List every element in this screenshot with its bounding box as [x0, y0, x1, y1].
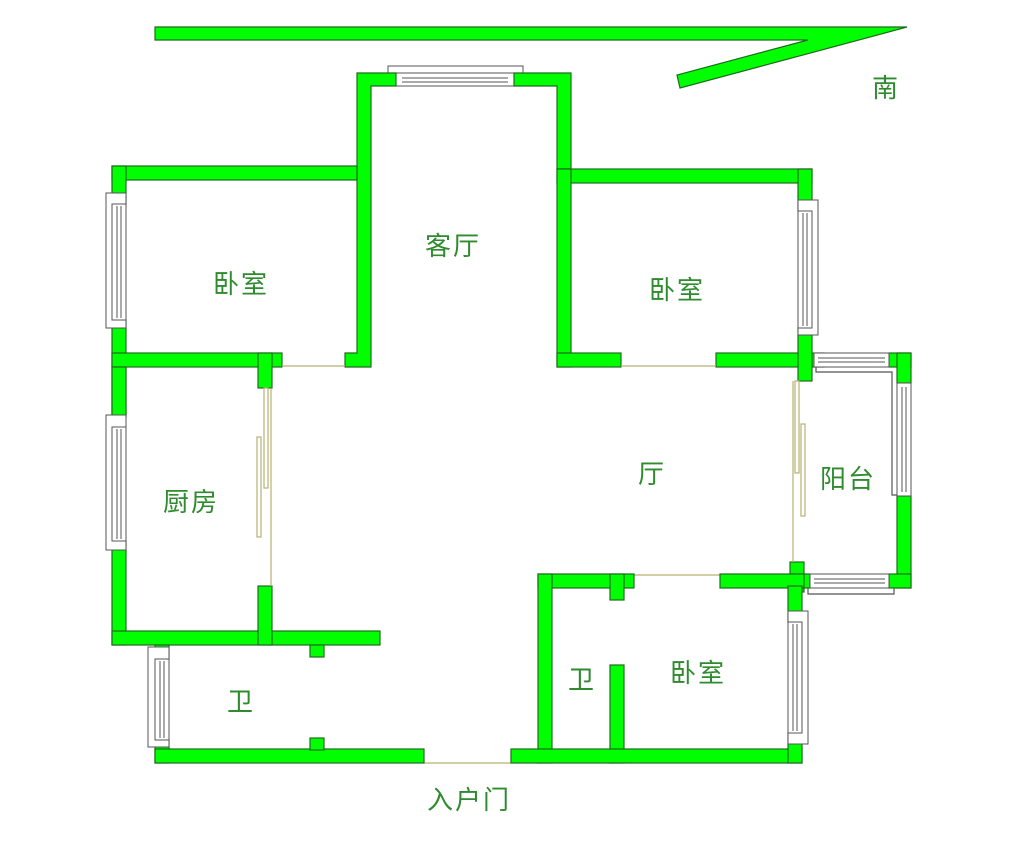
wall-bath-sw-stub-bottom — [309, 737, 325, 751]
compass-south-label: 南 — [872, 74, 901, 104]
window-balcony-top — [813, 352, 897, 496]
wall-bedroom-ne-left — [556, 168, 572, 368]
wall-se-left — [537, 573, 553, 764]
sliding-door-balcony — [792, 380, 806, 562]
room-label-balcony: 阳台 — [820, 465, 877, 495]
room-label-kitchen: 厨房 — [163, 488, 220, 518]
wall-stub-kitchen-top — [257, 352, 273, 389]
wall-bedroom-nw-bottom — [111, 352, 283, 368]
window-balcony-bottom — [807, 573, 895, 595]
window-kitchen — [105, 414, 127, 551]
wall-bedroom-ne-top — [556, 168, 813, 184]
wall-se-top-right — [719, 573, 805, 589]
wall-se-divider — [609, 664, 625, 764]
window-living-top — [387, 65, 524, 87]
window-bedroom-se — [787, 610, 809, 745]
entrance-label: 入户门 — [427, 786, 512, 816]
room-label-bathroom-se: 卫 — [568, 666, 597, 696]
room-label-bathroom-sw: 卫 — [227, 688, 256, 718]
sliding-door-kitchen — [256, 387, 272, 586]
wall-bath-sw-stub-top — [309, 644, 325, 658]
room-label-bedroom-ne: 卧室 — [649, 276, 706, 306]
window-bedroom-nw — [105, 192, 127, 329]
wall-bedroom-nw-top — [111, 165, 358, 181]
wall-living-left — [344, 72, 397, 368]
wall-kitchen-left-bottom — [111, 540, 127, 646]
window-balcony-right — [896, 382, 912, 497]
wall-bedroom-ne-bottom-left — [556, 352, 622, 368]
window-bedroom-ne — [797, 199, 819, 336]
room-label-hall: 厅 — [638, 460, 667, 490]
wall-bedroom-ne-right-bottom — [797, 327, 813, 382]
room-label-bedroom-se: 卧室 — [670, 659, 727, 689]
wall-stub-kitchen-bottom — [257, 585, 273, 646]
wall-living-right — [513, 72, 572, 170]
window-bath-sw — [147, 646, 170, 748]
wall-bottom-right — [510, 748, 803, 764]
south-arrow-icon — [154, 26, 908, 89]
wall-bottom-left — [154, 748, 425, 764]
room-label-living-room: 客厅 — [425, 232, 482, 262]
wall-se-stub-top — [609, 573, 625, 601]
room-label-bedroom-nw: 卧室 — [213, 270, 270, 300]
wall-kitchen-bottom — [111, 630, 381, 646]
wall-kitchen-left-top — [111, 366, 127, 418]
